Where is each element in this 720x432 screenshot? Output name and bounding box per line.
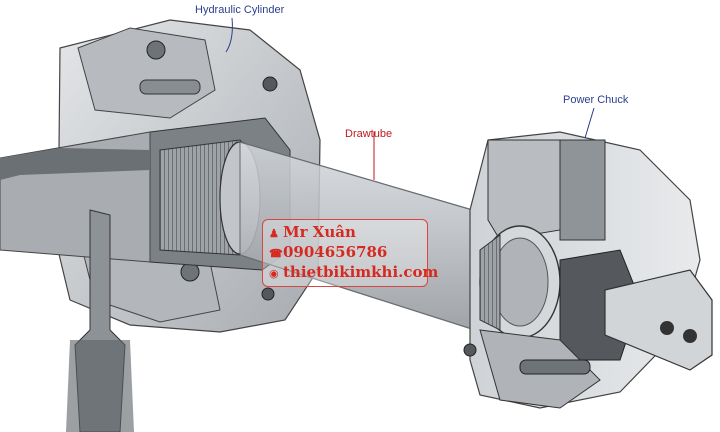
person-icon: ♟ [269,227,279,240]
power-chuck-leader [584,107,595,139]
spindle-tube [0,131,151,432]
power-chuck-label: Power Chuck [563,94,629,106]
watermark-phone: 0904656786 [283,243,388,261]
hydraulic-cylinder-label: Hydraulic Cylinder [195,4,285,16]
power-chuck [463,131,713,409]
watermark-name-row: ♟ Mr Xuân [269,222,356,241]
watermark-website-row: ◉ thietbikimkhi.com [269,262,438,281]
contact-watermark: ♟ Mr Xuân ☎0904656786 ◉ thietbikimkhi.com [262,219,438,287]
watermark-phone-row: ☎0904656786 [269,242,387,261]
watermark-website: thietbikimkhi.com [283,263,439,281]
globe-icon: ◉ [269,267,279,280]
hydraulic-cylinder-leader [225,17,233,53]
watermark-name: Mr Xuân [283,223,356,241]
phone-icon: ☎ [269,247,283,260]
callout-leaders [225,17,595,180]
drawtube-label: Drawtube [345,128,393,140]
